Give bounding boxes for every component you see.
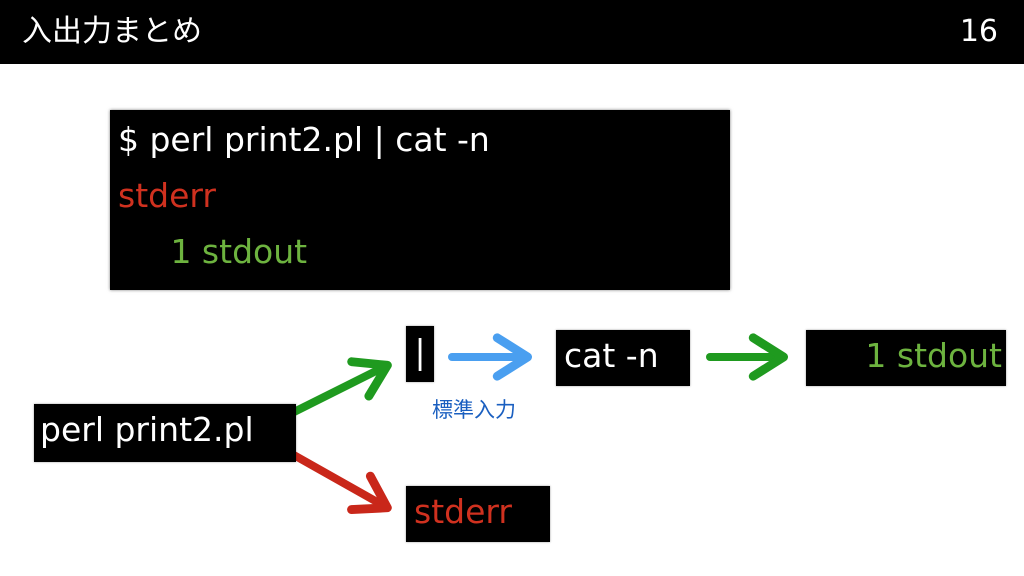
terminal-stderr-line: stderr — [118, 176, 216, 215]
slide-header: 入出力まとめ 16 — [0, 0, 1024, 64]
page-number: 16 — [959, 14, 998, 49]
cat-n-box: cat -n — [556, 330, 690, 386]
arrow-perl-to-pipe — [288, 357, 392, 417]
stdin-label: 標準入力 — [432, 398, 516, 422]
terminal-command-line: $ perl print2.pl | cat -n — [118, 120, 490, 159]
terminal-stdout-line: 1 stdout — [118, 232, 308, 271]
stdout-output-box: 1 stdout — [806, 330, 1006, 386]
slide-title: 入出力まとめ — [22, 14, 202, 49]
arrow-perl-to-stderr — [288, 450, 392, 514]
terminal-output: $ perl print2.pl | cat -n stderr 1 stdou… — [110, 110, 730, 290]
pipe-box: | — [406, 326, 434, 382]
stderr-box: stderr — [406, 486, 550, 542]
perl-script-box: perl print2.pl — [34, 404, 296, 462]
